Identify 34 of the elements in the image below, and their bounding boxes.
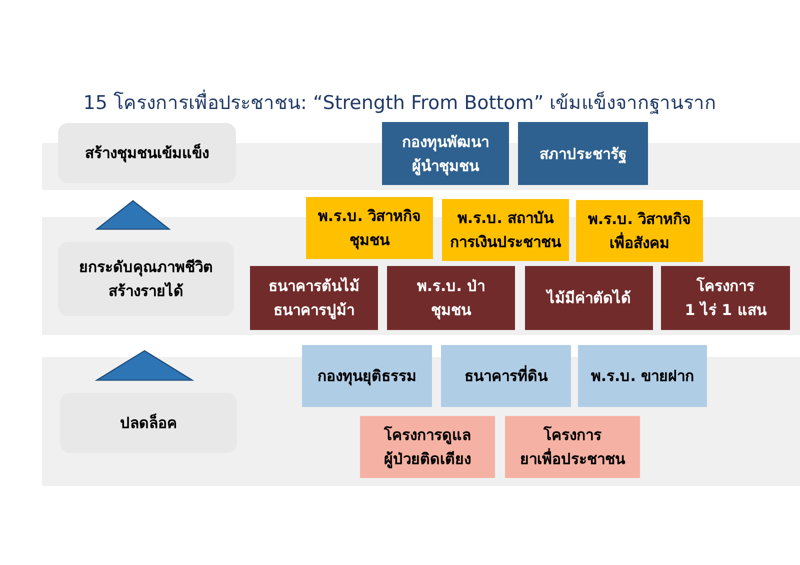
tier-title: ยกระดับคุณภาพชีวิต สร้างรายได้ bbox=[78, 257, 214, 302]
project-name: กองทุนยุติธรรม bbox=[318, 366, 416, 388]
project-name: พ.ร.บ. ป่าชุมชน bbox=[416, 276, 486, 322]
project-card bbox=[441, 345, 571, 407]
project-card bbox=[661, 266, 790, 330]
project-name: โครงการยาเพื่อประชาชน bbox=[519, 425, 626, 470]
project-card bbox=[360, 416, 495, 478]
project-name: พ.ร.บ. ขายฝาก bbox=[590, 366, 694, 387]
project-card bbox=[578, 345, 707, 407]
project-card bbox=[306, 197, 433, 259]
project-card bbox=[382, 122, 509, 185]
project-card bbox=[250, 266, 378, 330]
tier-title: สร้างชุมชนเข้มแข็ง bbox=[85, 142, 209, 164]
project-name: กองทุนพัฒนาผู้นำชุมชน bbox=[401, 132, 490, 178]
project-card bbox=[525, 266, 653, 330]
project-name: ธนาคารต้นไม้ ธนาคารปูม้า bbox=[268, 276, 360, 322]
triangle-arrow bbox=[94, 350, 194, 381]
diagram-title: 15 โครงการเพื่อประชาชน: “Strength From Bottom” เข้มแข็งจากฐานราก bbox=[0, 87, 800, 117]
project-card bbox=[505, 416, 640, 478]
project-card bbox=[387, 266, 515, 330]
project-name: พ.ร.บ. วิสาหกิจชุมชน bbox=[316, 206, 422, 252]
project-name: พ.ร.บ. วิสาหกิจเพื่อสังคม bbox=[586, 209, 692, 254]
project-card bbox=[442, 199, 569, 261]
project-card bbox=[302, 345, 432, 407]
project-name: โครงการ 1 ไร่ 1 แสน bbox=[684, 276, 768, 321]
project-name: พ.ร.บ. สถาบันการเงินประชาชน bbox=[449, 208, 562, 253]
project-name: ไม้มีค่าตัดได้ bbox=[547, 288, 631, 309]
project-name: สภาประชารัฐ bbox=[540, 144, 626, 166]
project-card bbox=[576, 200, 703, 262]
project-name: โครงการดูแลผู้ป่วยติดเตียง bbox=[382, 425, 472, 470]
triangle-arrow bbox=[95, 200, 171, 230]
project-name: ธนาคารที่ดิน bbox=[464, 364, 548, 387]
tier-title: ปลดล็อค bbox=[120, 412, 177, 434]
project-card bbox=[518, 122, 648, 185]
